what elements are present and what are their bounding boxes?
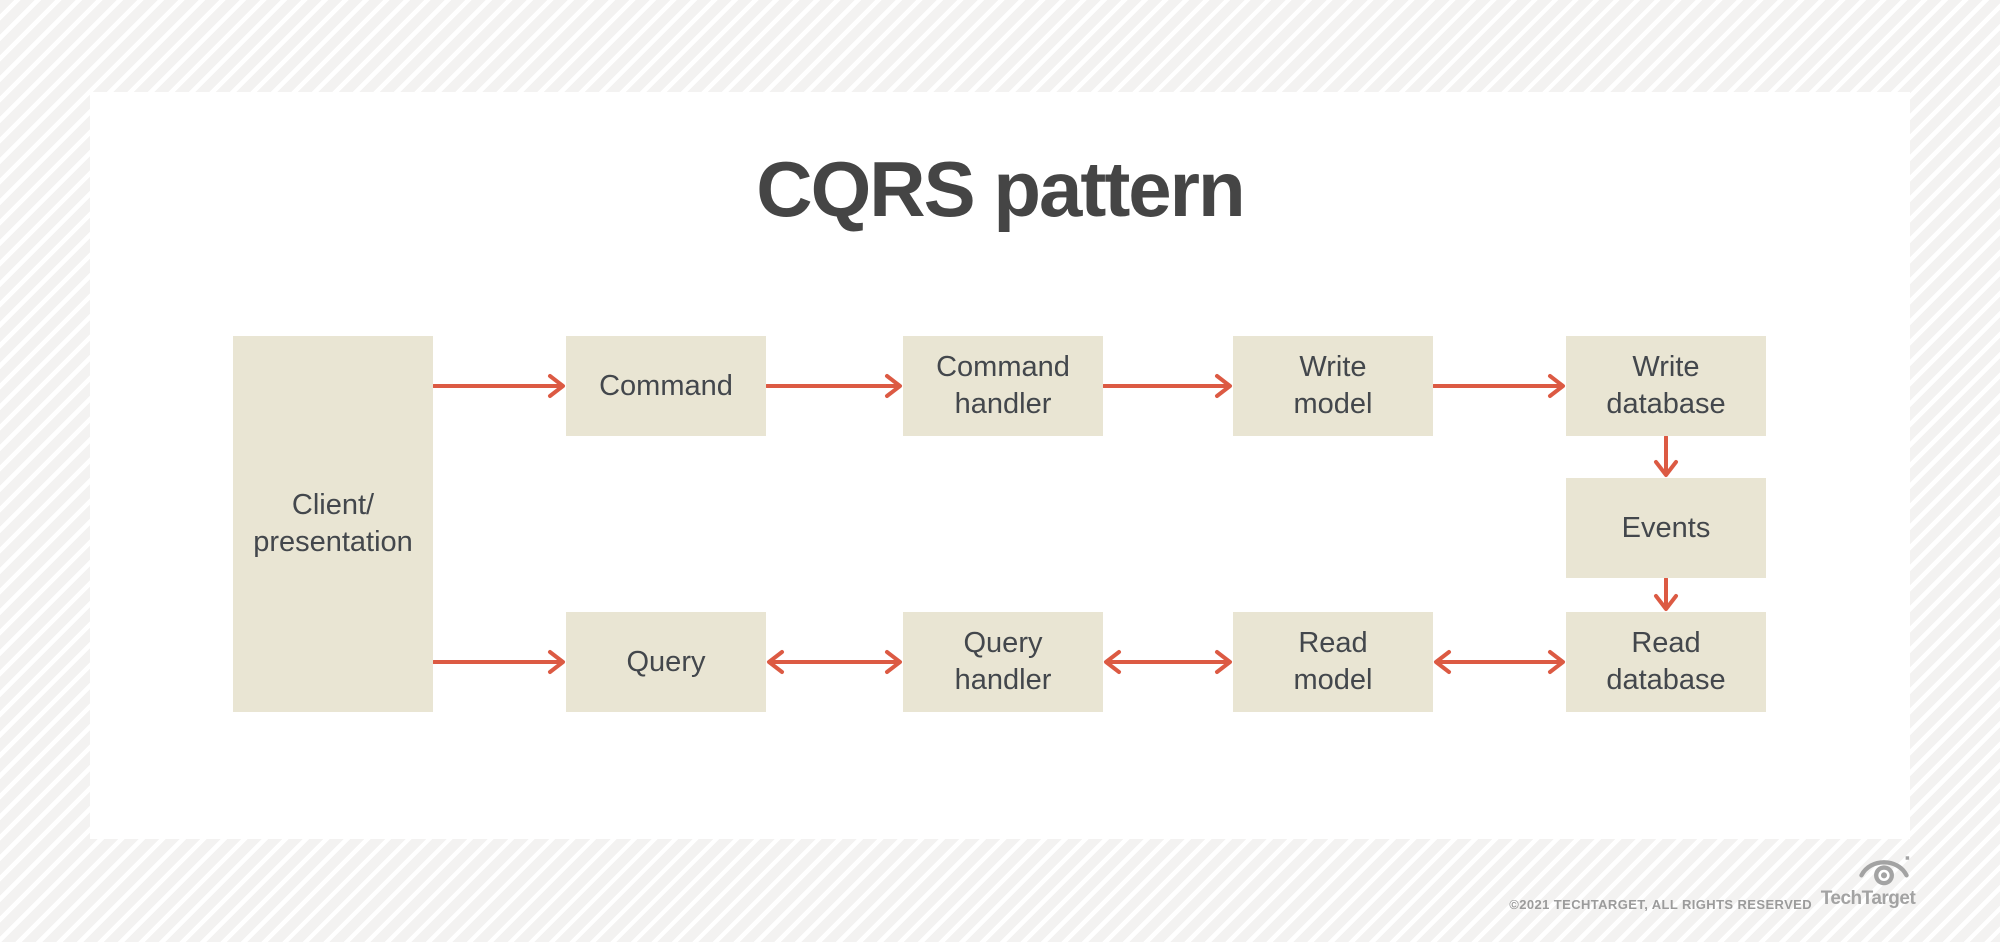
node-write-database-label: Write database: [1606, 351, 1726, 420]
arrow-read-model-read-database-bidirectional: [1434, 650, 1565, 674]
diagram-card: CQRS pattern Client/ presentation Comman…: [90, 92, 1910, 839]
node-write-database: Write database: [1566, 336, 1766, 436]
node-query: Query: [566, 612, 766, 712]
node-query-handler-label: Query handler: [954, 627, 1052, 696]
node-query-label: Query: [626, 645, 706, 678]
node-read-model-label: Read model: [1293, 627, 1373, 696]
eye-icon: [1859, 856, 1910, 886]
arrow-query-handler-read-model-bidirectional: [1104, 650, 1232, 674]
arrow-command-to-command-handler: [766, 374, 902, 398]
node-read-database-label: Read database: [1606, 627, 1726, 696]
node-read-model: Read model: [1233, 612, 1433, 712]
arrow-write-database-to-events: [1654, 436, 1678, 477]
node-write-model: Write model: [1233, 336, 1433, 436]
arrow-events-to-read-database: [1654, 578, 1678, 611]
arrow-write-model-to-write-database: [1433, 374, 1565, 398]
techtarget-wordmark: TechTarget: [1820, 888, 1916, 909]
copyright-text: ©2021 TECHTARGET, ALL RIGHTS RESERVED: [1509, 897, 1812, 912]
node-write-model-label: Write model: [1293, 351, 1373, 420]
node-command-handler: Command handler: [903, 336, 1103, 436]
node-events-label: Events: [1621, 511, 1711, 544]
arrow-command-handler-to-write-model: [1103, 374, 1232, 398]
arrow-client-to-command: [433, 374, 565, 398]
node-command: Command: [566, 336, 766, 436]
arrow-query-query-handler-bidirectional: [767, 650, 902, 674]
diagram-title: CQRS pattern: [756, 145, 1245, 233]
techtarget-logo: TechTarget: [1818, 855, 1918, 910]
node-query-handler: Query handler: [903, 612, 1103, 712]
node-client-presentation: Client/ presentation: [233, 336, 433, 712]
node-command-label: Command: [599, 369, 733, 402]
node-command-handler-label: Command handler: [936, 351, 1070, 420]
node-client-presentation-label: Client/ presentation: [253, 489, 413, 558]
node-events: Events: [1566, 478, 1766, 578]
node-read-database: Read database: [1566, 612, 1766, 712]
arrow-client-to-query: [433, 650, 565, 674]
